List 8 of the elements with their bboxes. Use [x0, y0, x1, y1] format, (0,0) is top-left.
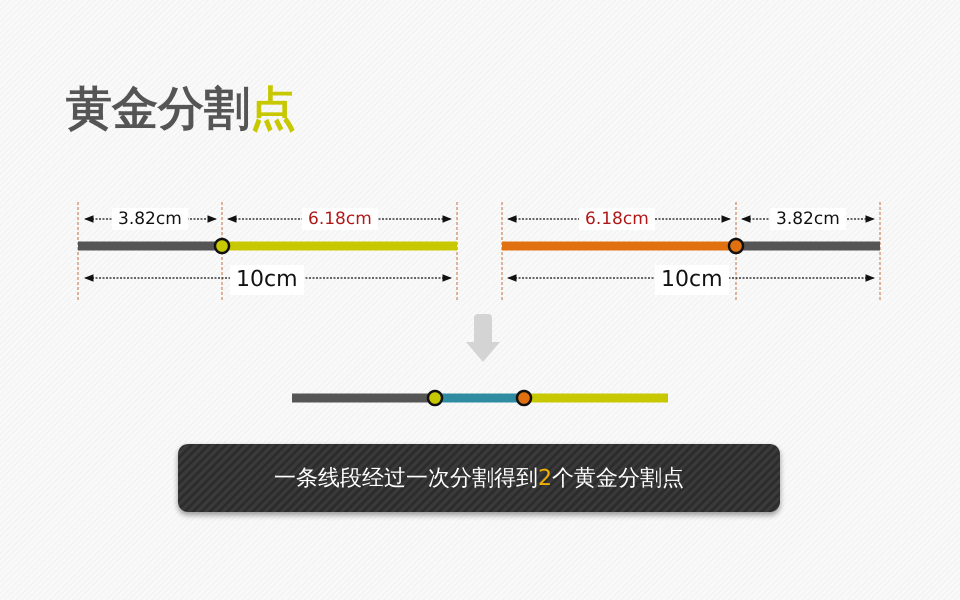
title: 黄金分割点 [66, 80, 296, 137]
dimension-label: 10cm [655, 265, 729, 295]
dimension-label: 10cm [230, 265, 304, 295]
dimension-label: 3.82cm [112, 208, 188, 230]
dimension-label: 6.18cm [302, 208, 378, 230]
caption-banner: 一条线段经过一次分割得到2个黄金分割点 [178, 444, 780, 512]
dimension-label: 6.18cm [579, 208, 655, 230]
dimension-label: 3.82cm [770, 208, 846, 230]
